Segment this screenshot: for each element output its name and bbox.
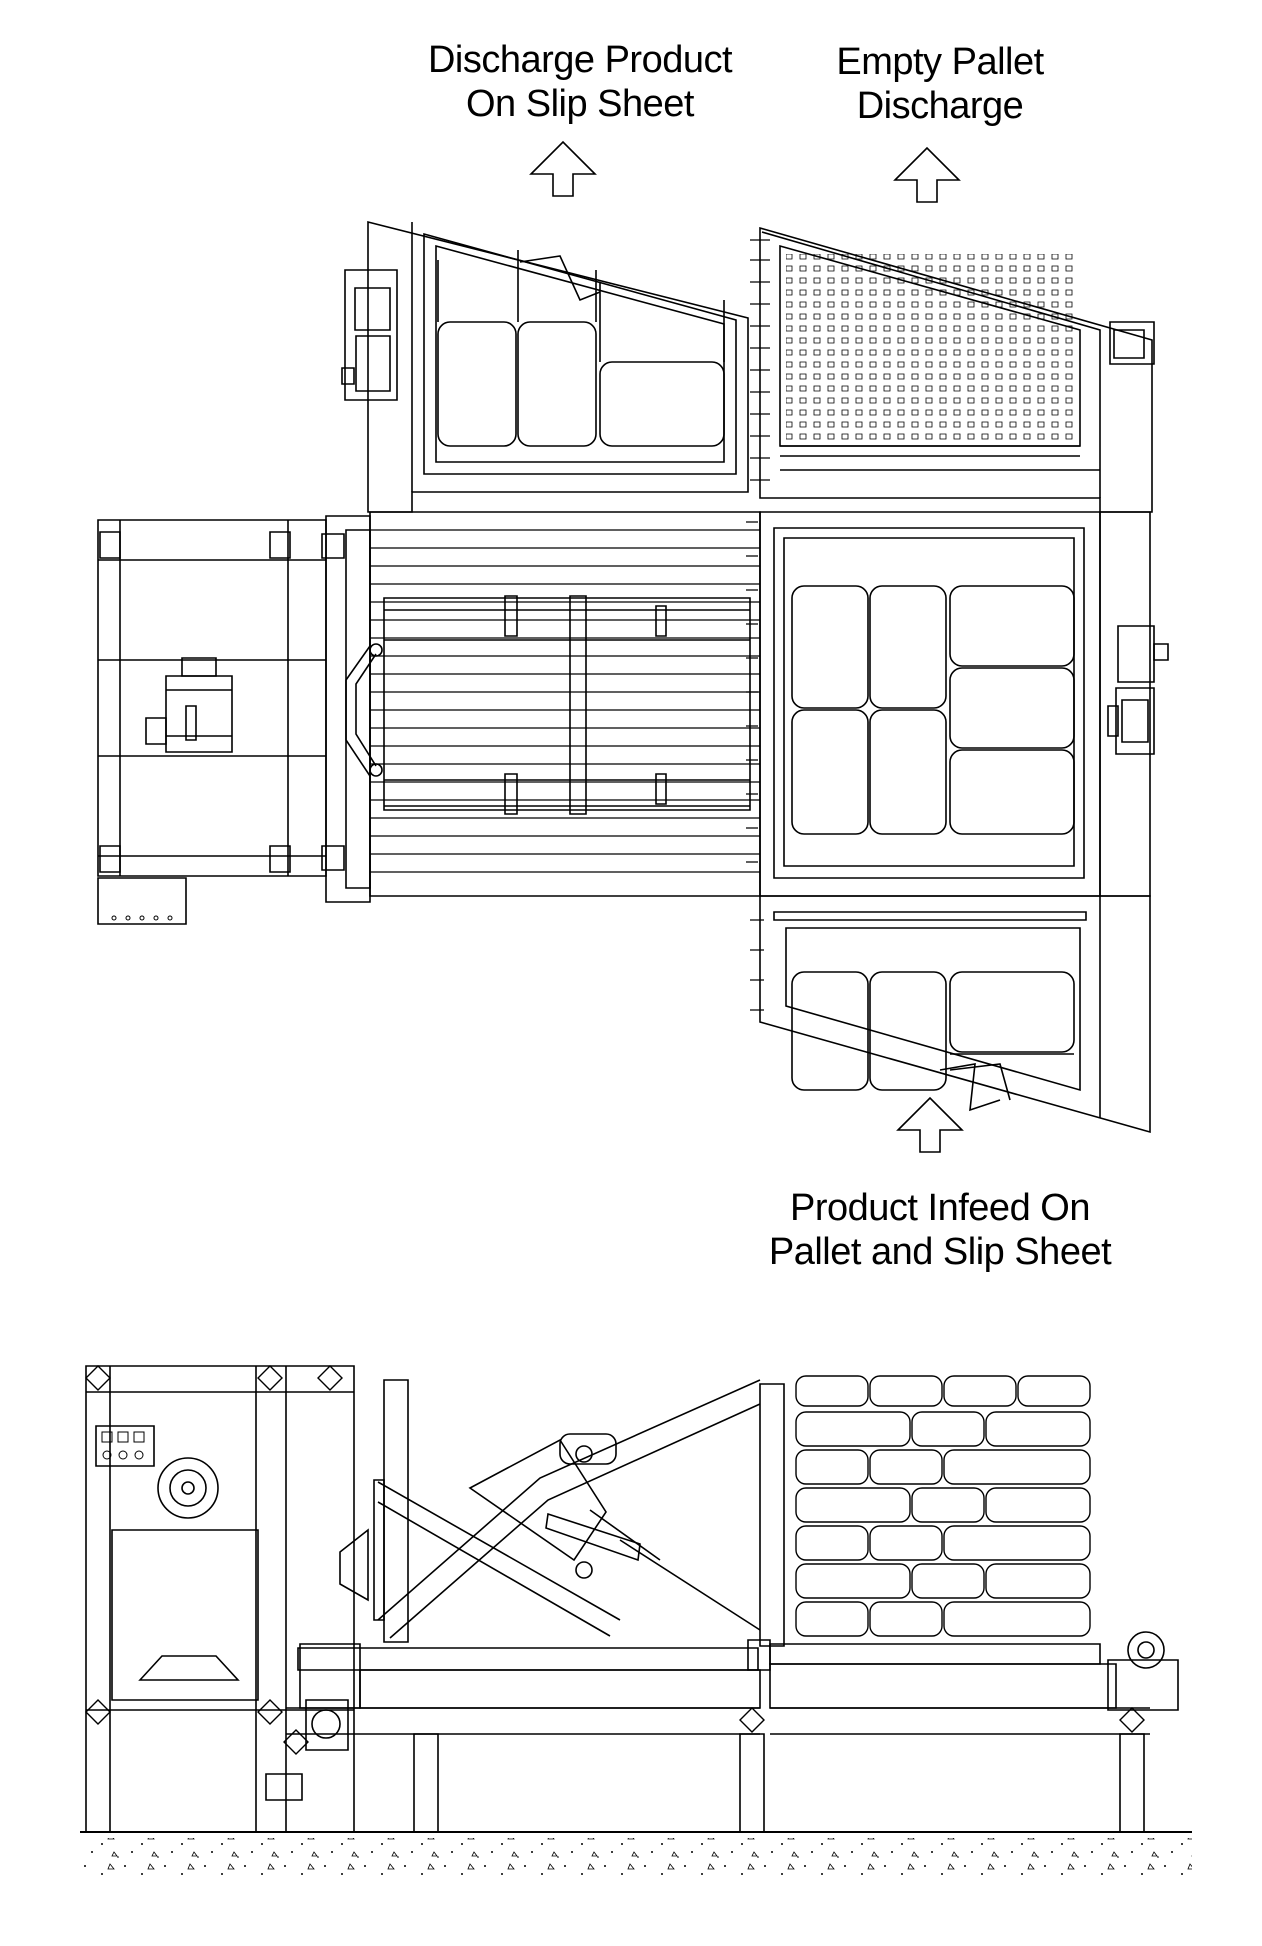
up-arrow-icon	[898, 1098, 962, 1152]
empty-pallet-line2: Discharge	[856, 85, 1024, 127]
pallet-station-plan	[760, 512, 1168, 896]
up-arrow-icon	[895, 148, 959, 202]
empty-pallet-label: Empty Pallet Discharge	[800, 40, 1080, 128]
elevation-view	[80, 1366, 1192, 1878]
infeed-conveyor-plan	[750, 896, 1150, 1132]
center-station-plan	[346, 512, 760, 896]
product-infeed-line1: Product Infeed On	[790, 1187, 1090, 1229]
empty-pallet-conveyor-plan	[750, 228, 1154, 512]
up-arrow-icon	[531, 142, 595, 196]
empty-pallet-line1: Empty Pallet	[836, 41, 1044, 83]
discharge-product-line2: On Slip Sheet	[466, 83, 694, 125]
discharge-conveyor-plan	[342, 222, 748, 512]
discharge-product-line1: Discharge Product	[427, 39, 733, 81]
discharge-product-label: Discharge Product On Slip Sheet	[400, 38, 760, 126]
product-infeed-line2: Pallet and Slip Sheet	[768, 1231, 1112, 1273]
product-infeed-label: Product Infeed On Pallet and Slip Sheet	[740, 1186, 1140, 1274]
power-unit-plan	[98, 516, 370, 924]
